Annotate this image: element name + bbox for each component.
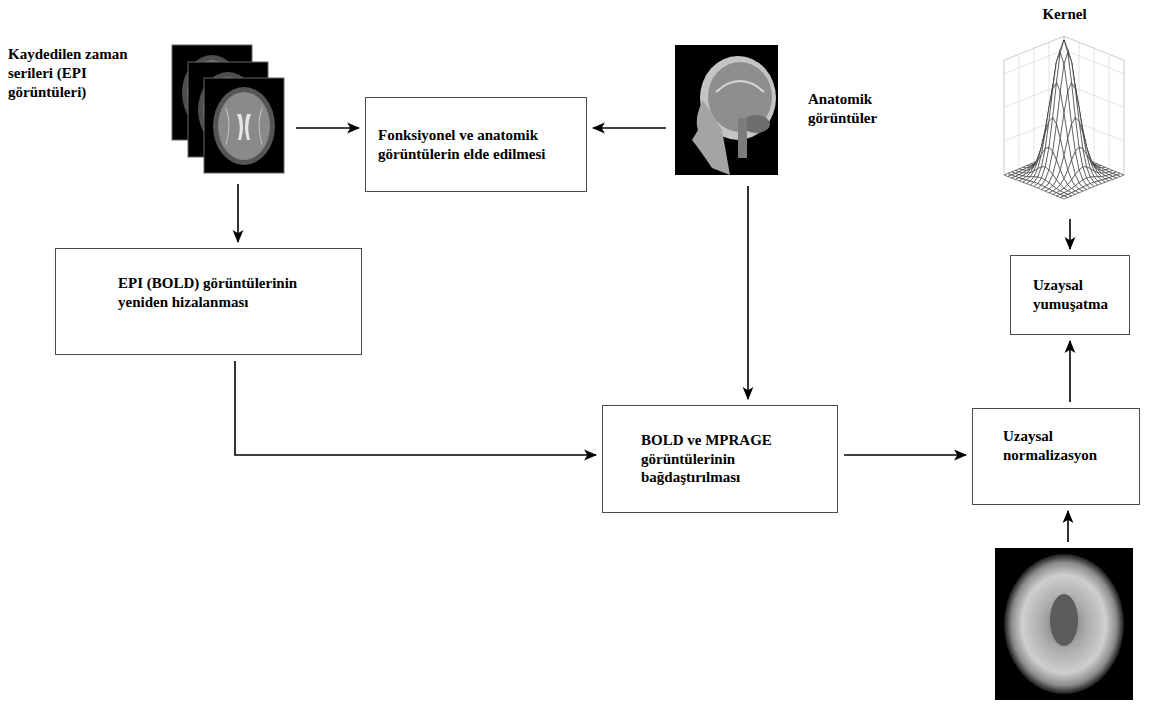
epi-slice [213,87,275,165]
process-box: BOLD ve MPRAGE görüntülerinin bağdaştırı… [602,405,838,513]
gaussian-kernel-plot [1094,48,1095,163]
flow-arrow [844,454,966,456]
process-box: Fonksiyonel ve anatomik görüntülerin eld… [365,97,587,192]
epi-slice [245,114,251,140]
gaussian-kernel-plot [1004,36,1064,175]
box-label: EPI (BOLD) görüntülerinin yeniden hizala… [118,274,328,312]
epi-slice [218,92,270,160]
epi-slice-stack [172,45,284,173]
template-node [993,548,1137,700]
image-caption: Kaydedilen zaman serileri (EPI görüntüle… [8,45,136,101]
box-label: BOLD ve MPRAGE görüntülerinin bağdaştırı… [641,431,791,487]
template-brain [995,548,1133,700]
flow-arrow [237,184,239,242]
process-box: EPI (BOLD) görüntülerinin yeniden hizala… [55,248,362,355]
epi-slice [259,108,262,144]
template-brain [995,548,1133,700]
gaussian-kernel-plot [1060,196,1068,199]
box-label: Uzaysal normalizasyon [1003,427,1123,465]
sagittal-mri [738,118,747,158]
flow-arrow [1069,341,1071,402]
image-node: Anatomik görüntüler [672,40,898,180]
flow-arrow [747,186,749,399]
flow-arrow [296,127,359,129]
sagittal-mri [716,81,764,92]
kernel-node: Kernel [995,5,1134,213]
image-node: Kaydedilen zaman serileri (EPI görüntüle… [8,40,290,178]
image-caption: Kernel [996,5,1133,24]
epi-slice [204,78,284,173]
flow-arrow [593,127,666,129]
sagittal-mri [675,45,778,175]
epi-slice [226,108,229,144]
gaussian-kernel-plot [1004,36,1124,199]
gaussian-kernel-plot [1109,54,1110,169]
sagittal-mri [692,100,730,175]
box-label: Fonksiyonel ve anatomik görüntülerin eld… [378,126,578,164]
flow-arrow [1069,219,1071,249]
gaussian-kernel-plot [1064,36,1124,175]
process-box: Uzaysal normalizasyon [972,408,1140,505]
template-brain [1004,554,1124,694]
flow-arrow [1067,511,1069,542]
gaussian-kernel-plot [1019,54,1020,169]
sagittal-mri [675,45,778,175]
epi-slice [237,114,243,140]
gaussian-kernel-plot [1034,48,1035,163]
template-brain [1050,594,1078,646]
flow-arrow [235,361,596,455]
image-caption: Anatomik görüntüler [808,90,896,128]
epi-slice [204,78,284,173]
process-box: Uzaysal yumuşatma [1010,255,1130,335]
box-label: Uzaysal yumuşatma [1033,276,1123,314]
